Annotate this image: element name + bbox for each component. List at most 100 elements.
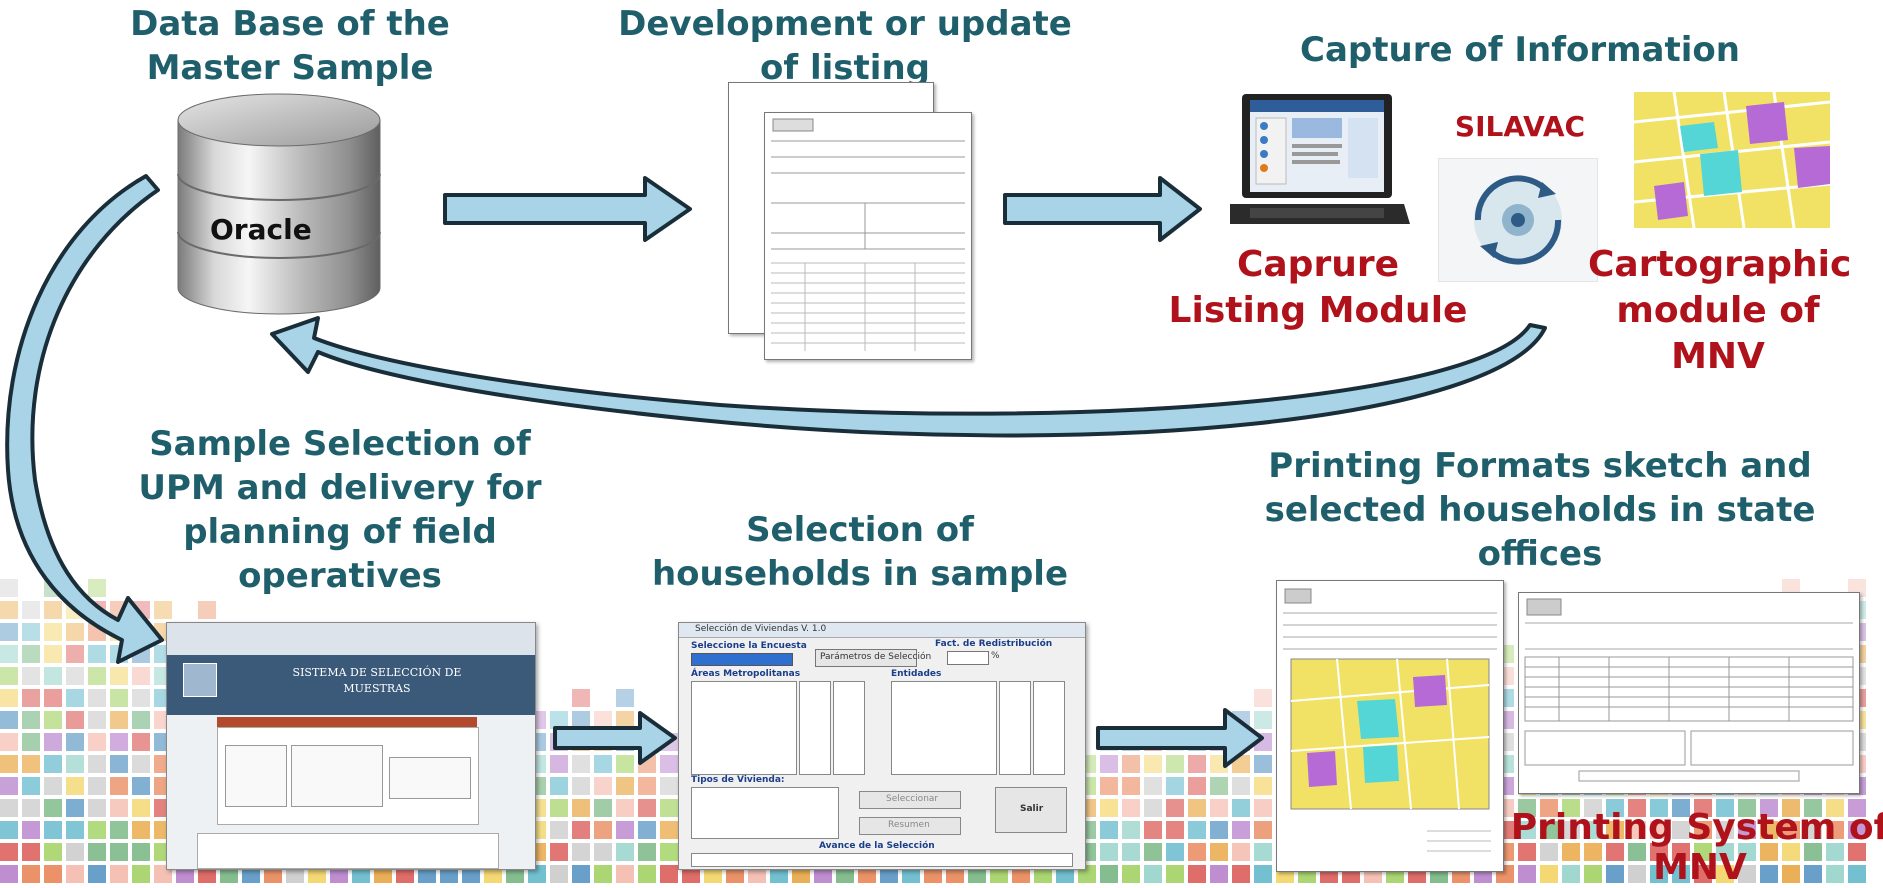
mosaic-tile bbox=[1166, 799, 1184, 817]
mosaic-tile bbox=[1650, 865, 1668, 883]
mosaic-tile bbox=[1628, 843, 1646, 861]
listing-document-front bbox=[764, 112, 972, 360]
mosaic-tile bbox=[1804, 799, 1822, 817]
areas-label: Áreas Metropolitanas bbox=[691, 669, 801, 679]
mosaic-tile bbox=[1540, 865, 1558, 883]
mosaic-tile bbox=[1848, 843, 1866, 861]
silavac-logo-icon bbox=[1438, 158, 1598, 282]
mosaic-tile bbox=[22, 865, 40, 883]
mosaic-tile bbox=[66, 623, 84, 641]
mosaic-tile bbox=[1782, 821, 1800, 839]
app-banner: SISTEMA DE SELECCIÓN DE MUESTRAS bbox=[167, 655, 535, 715]
arrow-database-to-sample bbox=[5, 174, 164, 664]
mosaic-tile bbox=[1826, 843, 1844, 861]
params-button[interactable]: Parámetros de Selección bbox=[815, 649, 931, 667]
sample-selection-window: SISTEMA DE SELECCIÓN DE MUESTRAS bbox=[166, 622, 536, 870]
mosaic-tile bbox=[88, 667, 106, 685]
households-window: Selección de Viviendas V. 1.0 Seleccione… bbox=[678, 622, 1086, 870]
mosaic-tile bbox=[110, 777, 128, 795]
mosaic-tile bbox=[44, 799, 62, 817]
factor-input[interactable] bbox=[947, 651, 989, 665]
arrow-listing-to-capture bbox=[1003, 176, 1202, 242]
mosaic-tile bbox=[154, 601, 172, 619]
areas-list[interactable] bbox=[691, 681, 797, 775]
list-box-right[interactable] bbox=[389, 757, 471, 799]
mosaic-tile bbox=[1606, 821, 1624, 839]
mosaic-tile bbox=[1210, 777, 1228, 795]
mosaic-tile bbox=[616, 843, 634, 861]
mosaic-tile bbox=[1738, 799, 1756, 817]
mosaic-tile bbox=[594, 777, 612, 795]
list-box-left[interactable] bbox=[225, 745, 287, 807]
mosaic-tile bbox=[1826, 821, 1844, 839]
types-list[interactable] bbox=[691, 787, 839, 839]
select-button[interactable]: Seleccionar bbox=[859, 791, 961, 809]
mosaic-tile bbox=[88, 711, 106, 729]
mosaic-tile bbox=[572, 865, 590, 883]
mosaic-tile bbox=[0, 755, 18, 773]
mosaic-tile bbox=[1848, 821, 1866, 839]
mosaic-tile bbox=[1650, 821, 1668, 839]
factor-label: Fact. de Redistribución bbox=[935, 639, 1053, 649]
mosaic-tile bbox=[1100, 755, 1118, 773]
mosaic-tile bbox=[1166, 843, 1184, 861]
mosaic-tile bbox=[550, 777, 568, 795]
mosaic-tile bbox=[1760, 821, 1778, 839]
mosaic-tile bbox=[572, 843, 590, 861]
mosaic-tile bbox=[66, 799, 84, 817]
mosaic-tile bbox=[594, 865, 612, 883]
mosaic-tile bbox=[638, 799, 656, 817]
mosaic-tile bbox=[44, 623, 62, 641]
list-box-middle[interactable] bbox=[291, 745, 383, 807]
mosaic-tile bbox=[22, 843, 40, 861]
mosaic-tile bbox=[0, 667, 18, 685]
mosaic-tile bbox=[1122, 865, 1140, 883]
mosaic-tile bbox=[616, 711, 634, 729]
mosaic-tile bbox=[1122, 777, 1140, 795]
app-menu-bar[interactable] bbox=[217, 717, 477, 727]
mosaic-tile bbox=[44, 645, 62, 663]
mosaic-tile bbox=[1584, 799, 1602, 817]
mosaic-tile bbox=[88, 821, 106, 839]
mosaic-tile bbox=[1254, 843, 1272, 861]
mosaic-tile bbox=[44, 843, 62, 861]
mosaic-tile bbox=[594, 821, 612, 839]
mosaic-tile bbox=[1826, 865, 1844, 883]
mosaic-tile bbox=[88, 799, 106, 817]
mosaic-tile bbox=[1738, 865, 1756, 883]
mosaic-tile bbox=[110, 711, 128, 729]
mosaic-tile bbox=[0, 843, 18, 861]
mosaic-tile bbox=[594, 799, 612, 817]
entities-list-2[interactable] bbox=[999, 681, 1031, 775]
mosaic-tile bbox=[0, 733, 18, 751]
mosaic-tile bbox=[22, 777, 40, 795]
mosaic-tile bbox=[0, 777, 18, 795]
mosaic-tile bbox=[1782, 865, 1800, 883]
capture-title: Capture of Information bbox=[1300, 30, 1740, 70]
mosaic-tile bbox=[1804, 843, 1822, 861]
mosaic-tile bbox=[1716, 865, 1734, 883]
mosaic-tile bbox=[88, 755, 106, 773]
areas-list-2[interactable] bbox=[799, 681, 831, 775]
mosaic-tile bbox=[550, 843, 568, 861]
mosaic-tile bbox=[1672, 843, 1690, 861]
mosaic-tile bbox=[1518, 821, 1536, 839]
entities-list-3[interactable] bbox=[1033, 681, 1065, 775]
mosaic-tile bbox=[132, 843, 150, 861]
mosaic-tile bbox=[1672, 799, 1690, 817]
exit-button[interactable]: Salir bbox=[995, 787, 1067, 833]
app-logo bbox=[183, 663, 217, 697]
mosaic-tile bbox=[1650, 799, 1668, 817]
printing-formats-title: Printing Formats sketch and selected hou… bbox=[1264, 446, 1816, 574]
mosaic-tile bbox=[1254, 755, 1272, 773]
mosaic-tile bbox=[1254, 865, 1272, 883]
entities-list[interactable] bbox=[891, 681, 997, 775]
summary-button[interactable]: Resumen bbox=[859, 817, 961, 835]
areas-list-3[interactable] bbox=[833, 681, 865, 775]
mosaic-tile bbox=[1518, 843, 1536, 861]
survey-dropdown[interactable] bbox=[691, 653, 793, 666]
mosaic-tile bbox=[1672, 865, 1690, 883]
mosaic-tile bbox=[1760, 799, 1778, 817]
mosaic-tile bbox=[1188, 843, 1206, 861]
mosaic-tile bbox=[1628, 821, 1646, 839]
